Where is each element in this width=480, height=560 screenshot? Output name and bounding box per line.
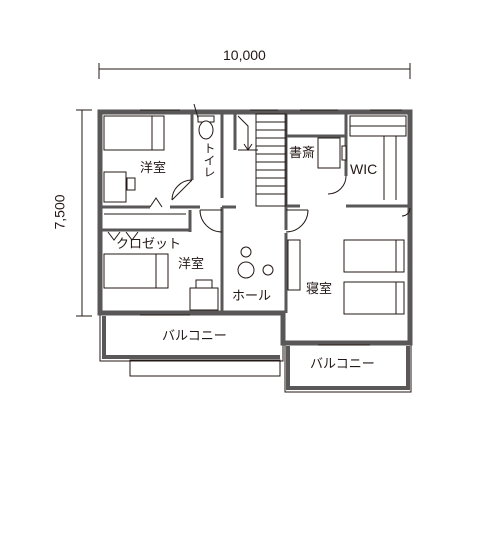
room-label-study: 書斎 — [289, 146, 316, 161]
room-label-western-room-top: 洋室 — [140, 161, 167, 176]
width-dimension-label: 10,000 — [223, 47, 266, 63]
balcony-left-wall — [102, 316, 280, 359]
room-label-closet: クロゼット — [116, 237, 182, 252]
room-label-western-room-bottom: 洋室 — [178, 257, 205, 272]
door-swings — [107, 175, 411, 241]
windows — [140, 103, 402, 346]
balcony-left — [99, 313, 284, 377]
depth-dimension-label: 7,500 — [51, 194, 68, 230]
room-label-hall: ホール — [232, 289, 272, 304]
depth-dimension-line — [76, 109, 92, 317]
room-label-wic: WIC — [350, 161, 378, 177]
room-label-balcony-right: バルコニー — [310, 357, 375, 372]
room-label-bedroom: 寝室 — [306, 282, 333, 297]
staircase — [237, 113, 287, 207]
width-dimension-line — [98, 63, 411, 79]
room-label-toilet: トイレ — [202, 142, 216, 178]
room-label-balcony-left: バルコニー — [162, 329, 227, 344]
furniture — [103, 115, 407, 315]
